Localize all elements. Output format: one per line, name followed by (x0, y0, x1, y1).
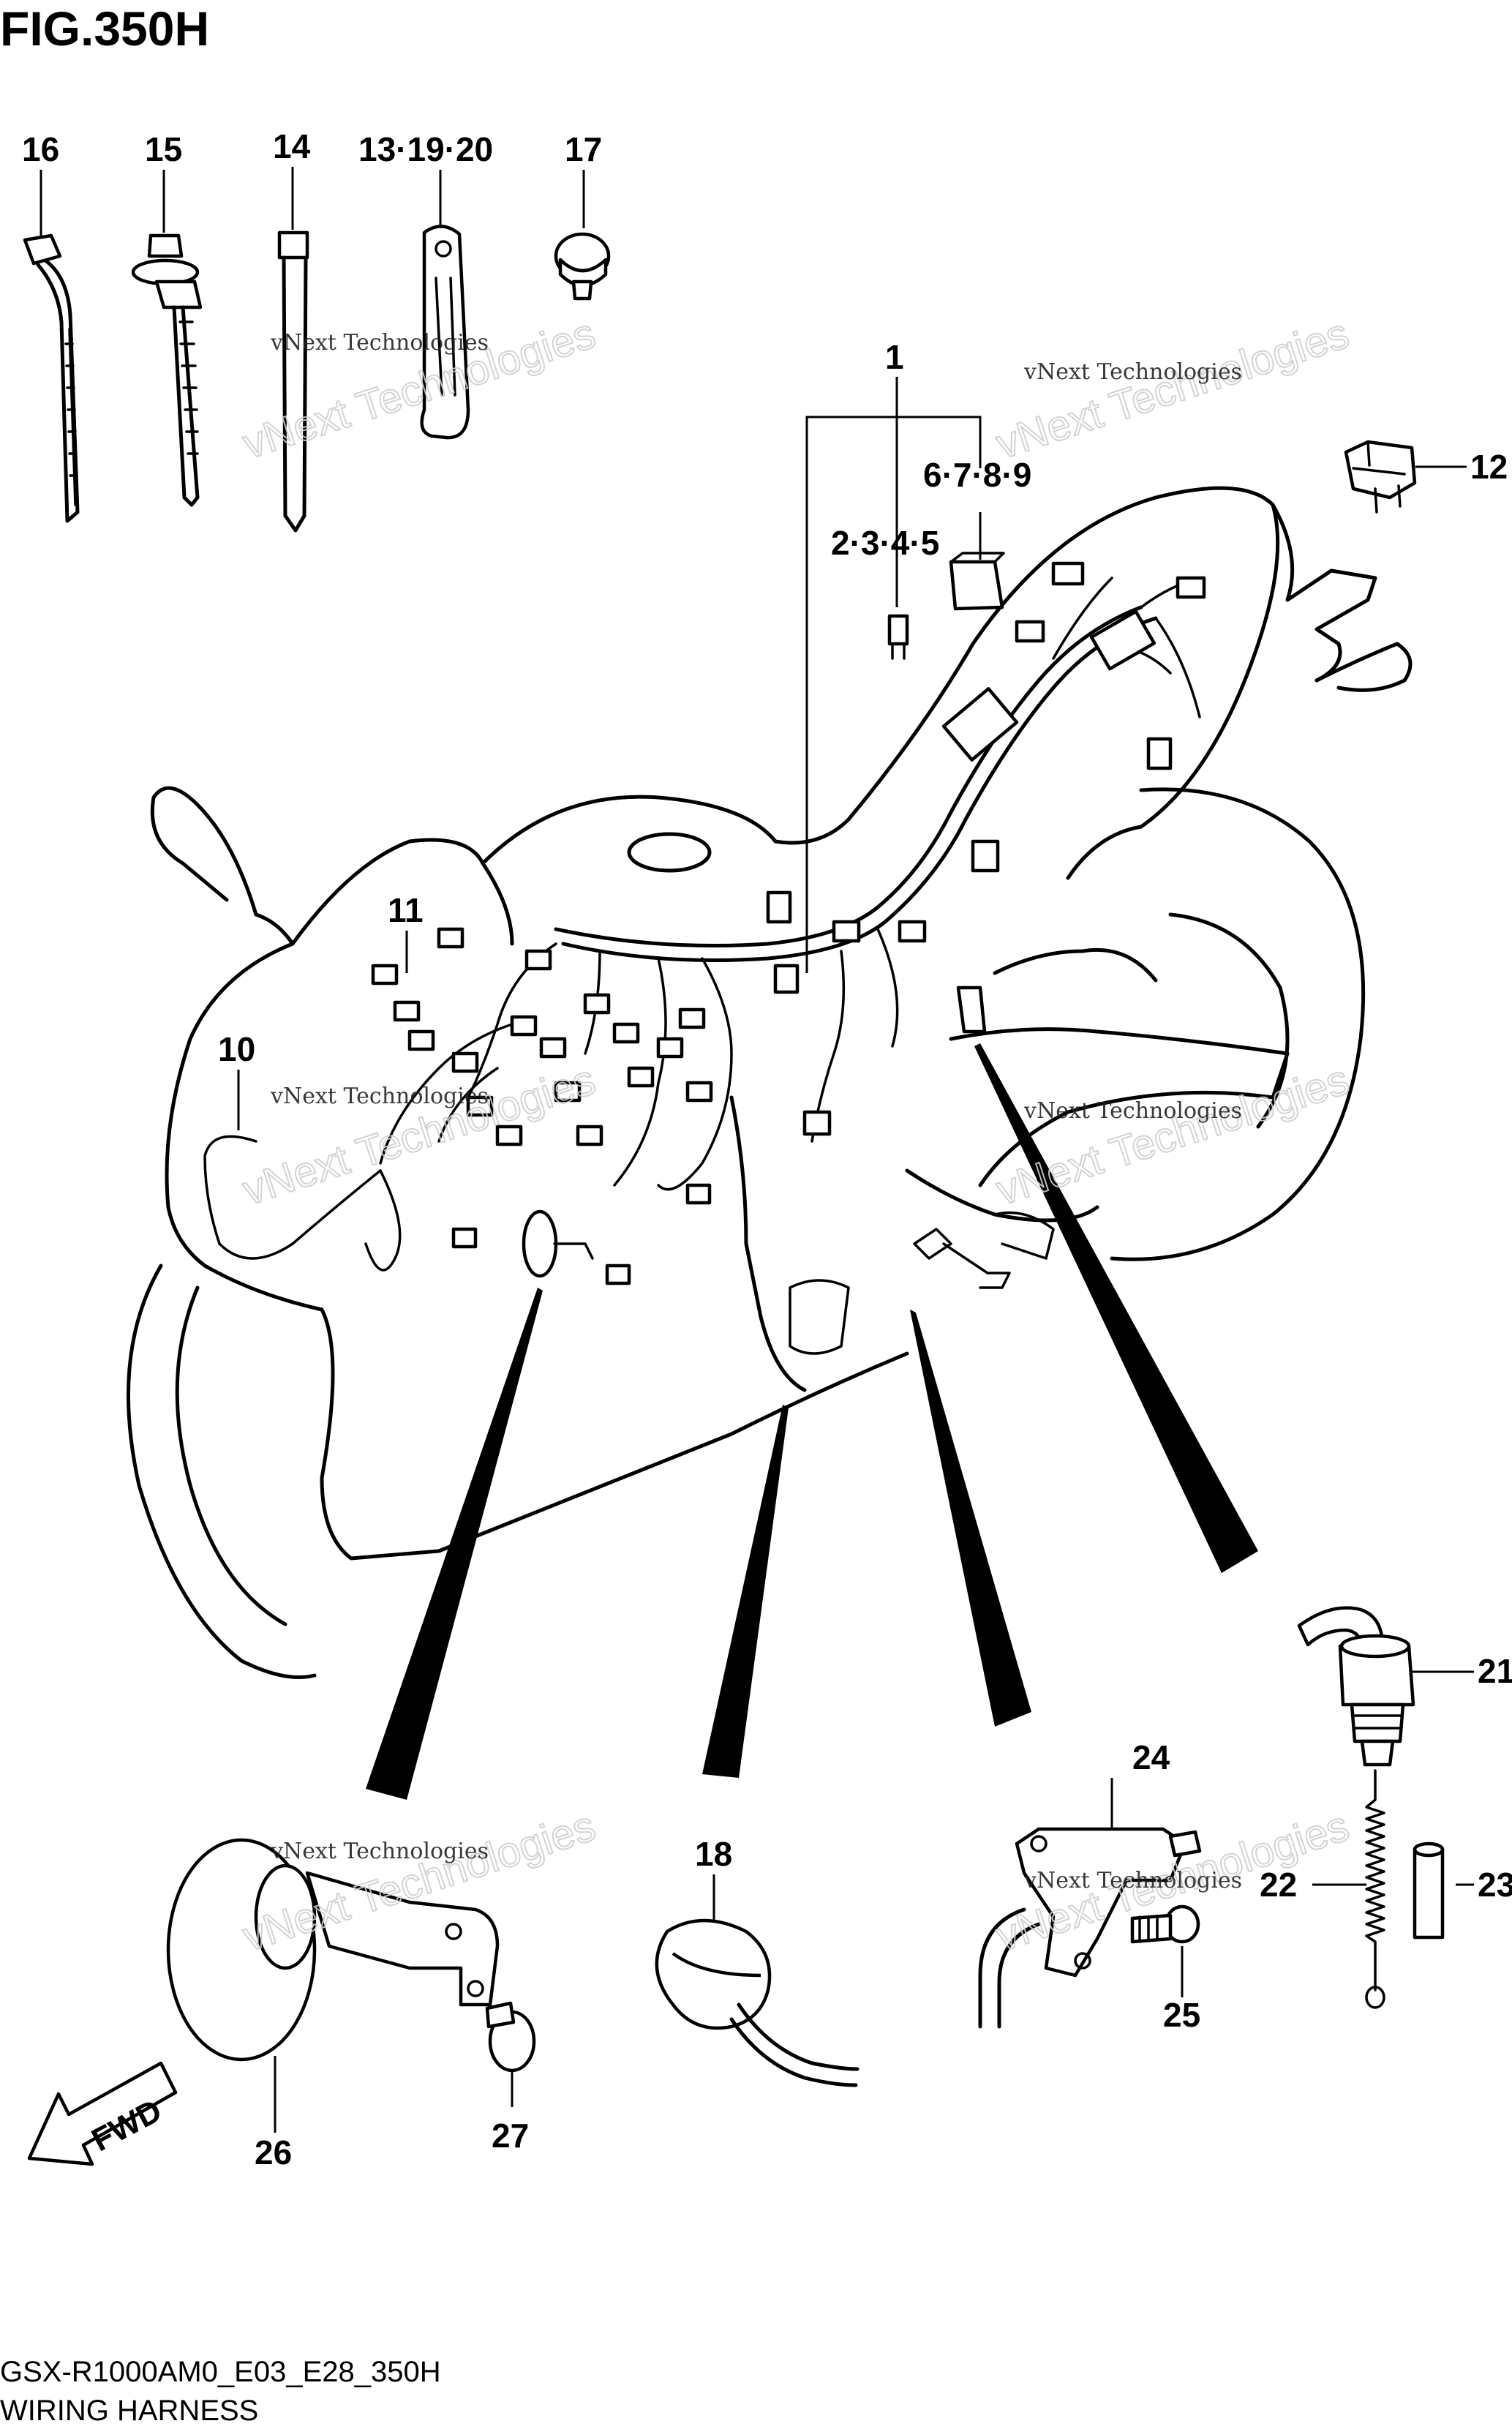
watermark-2a: vNext Technologies (990, 309, 1354, 468)
callout-10: 10 (218, 1030, 255, 1068)
part-25-bolt: 25 (1130, 1904, 1200, 2034)
watermark-6b: vNext Technologies (1023, 1868, 1242, 1893)
watermark-2b: vNext Technologies (1023, 359, 1242, 385)
callout-18: 18 (695, 1835, 732, 1873)
part-27-bolt: 27 (485, 2001, 536, 2155)
callout-6-7-8-9: 6·7·8·9 (923, 456, 1031, 494)
callout-15: 15 (145, 130, 182, 168)
part-15-clamp: 15 (131, 130, 203, 507)
watermark-5b: vNext Technologies (270, 1839, 489, 1864)
footer-code: GSX-R1000AM0_E03_E28_350H (0, 2356, 441, 2388)
callout-14: 14 (273, 127, 311, 165)
detail-pointers (366, 1043, 1258, 1800)
part-18-sensor: 18 (655, 1835, 860, 2087)
part-22-spring: 22 (1260, 1769, 1385, 2009)
callout-2-3-4-5: 2·3·4·5 (831, 524, 939, 562)
part-14-cable-tie: 14 (273, 127, 311, 533)
footer-caption: WIRING HARNESS (0, 2395, 258, 2427)
watermark-3a: vNext Technologies (237, 1056, 601, 1214)
part-26-horn: 26 (166, 1838, 500, 2171)
wiring-harness (203, 561, 1206, 1289)
callout-1: 1 (885, 338, 904, 376)
callout-25: 25 (1163, 1996, 1200, 2034)
main-callouts: 1 6·7·8·9 2·3·4·5 11 10 (218, 338, 1031, 1130)
figure-title: FIG.350H (0, 1, 209, 56)
watermark-4b: vNext Technologies (1023, 1098, 1242, 1124)
callout-16: 16 (22, 130, 59, 168)
callout-21: 21 (1478, 1652, 1512, 1690)
part-17-clip: 17 (554, 130, 611, 301)
callout-23: 23 (1478, 1866, 1512, 1904)
callout-17: 17 (565, 130, 602, 168)
part-23-pin: 23 (1413, 1842, 1512, 1940)
callout-13-19-20: 13·19·20 (358, 130, 493, 168)
callout-26: 26 (255, 2133, 292, 2171)
callout-24: 24 (1132, 1738, 1170, 1776)
part-13-19-20-clamp: 13·19·20 (358, 130, 493, 440)
part-16-cable-tie: 16 (22, 130, 80, 523)
watermark-1b: vNext Technologies (270, 330, 489, 356)
part-21-switch: 21 (1297, 1606, 1512, 1767)
callout-22: 22 (1260, 1866, 1297, 1904)
watermark-3b: vNext Technologies (270, 1084, 489, 1109)
callout-27: 27 (492, 2117, 529, 2155)
part-12-clip: 12 (1344, 440, 1508, 514)
fwd-arrow: FWD (27, 2061, 178, 2166)
callout-12: 12 (1470, 448, 1508, 486)
callout-11: 11 (388, 891, 424, 929)
part-24-bracket: 24 (978, 1738, 1202, 2029)
